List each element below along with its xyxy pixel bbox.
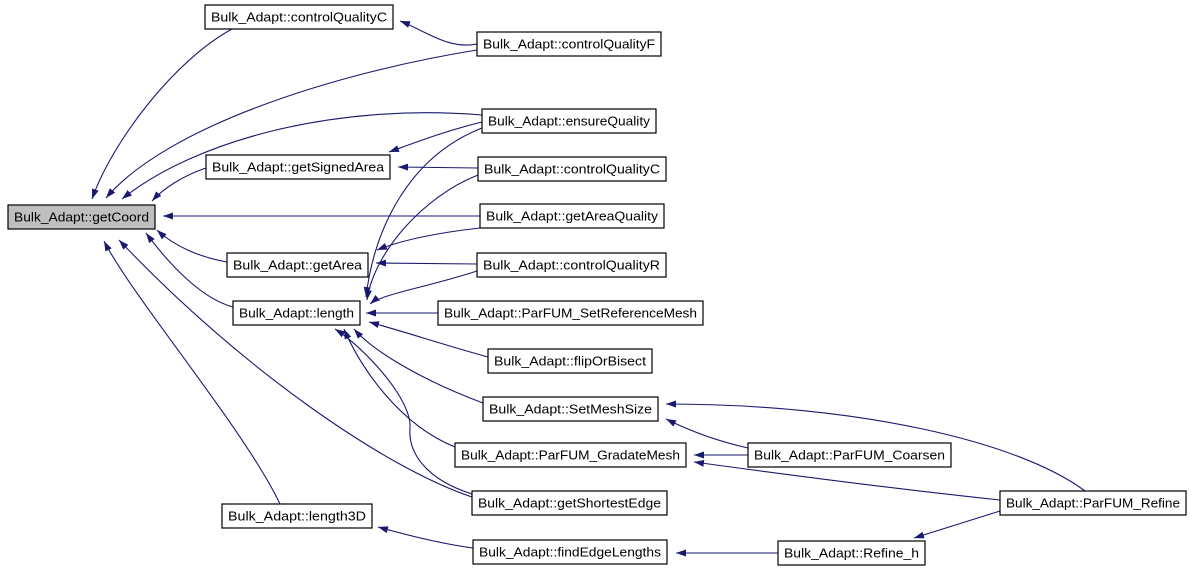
call-edge-SetMeshSize-to-length — [353, 328, 484, 404]
node-label-controlQualityR: Bulk_Adapt::controlQualityR — [483, 258, 660, 273]
node-box-getAreaQuality[interactable] — [479, 203, 665, 229]
node-box-length[interactable] — [232, 300, 361, 326]
call-edge-controlQualityC_2-to-length — [364, 174, 479, 301]
node-box-getSignedArea[interactable] — [205, 154, 391, 180]
graph-node-ParFUM_SetReferenceMesh[interactable]: Bulk_Adapt::ParFUM_SetReferenceMesh — [437, 300, 704, 326]
node-box-controlQualityC_2[interactable] — [477, 156, 667, 182]
node-label-getShortestEdge: Bulk_Adapt::getShortestEdge — [478, 496, 661, 511]
graph-node-Refine_h[interactable]: Bulk_Adapt::Refine_h — [777, 540, 926, 566]
node-label-Refine_h: Bulk_Adapt::Refine_h — [784, 546, 919, 561]
node-box-Refine_h[interactable] — [777, 540, 926, 566]
graph-node-flipOrBisect[interactable]: Bulk_Adapt::flipOrBisect — [487, 348, 653, 374]
node-box-controlQualityR[interactable] — [476, 252, 667, 278]
node-box-ParFUM_GradateMesh[interactable] — [454, 442, 687, 468]
node-box-SetMeshSize[interactable] — [482, 396, 659, 422]
call-edge-findEdgeLengths-to-length3D — [377, 526, 474, 549]
call-edge-controlQualityC_1-to-getCoord — [91, 28, 233, 200]
graph-node-ParFUM_Coarsen[interactable]: Bulk_Adapt::ParFUM_Coarsen — [747, 442, 952, 468]
node-box-ParFUM_Refine[interactable] — [999, 490, 1187, 516]
node-box-ensureQuality[interactable] — [481, 108, 657, 134]
node-label-getCoord: Bulk_Adapt::getCoord — [14, 210, 149, 225]
node-label-length3D: Bulk_Adapt::length3D — [228, 509, 366, 524]
node-box-ParFUM_SetReferenceMesh[interactable] — [437, 300, 704, 326]
graph-node-ParFUM_Refine[interactable]: Bulk_Adapt::ParFUM_Refine — [999, 490, 1187, 516]
call-edge-ParFUM_Refine-to-ParFUM_GradateMesh — [693, 459, 1001, 501]
call-edge-controlQualityC_2-to-getSignedArea — [397, 163, 479, 171]
graph-node-getArea[interactable]: Bulk_Adapt::getArea — [226, 252, 369, 278]
graph-node-getShortestEdge[interactable]: Bulk_Adapt::getShortestEdge — [471, 490, 668, 516]
graph-node-ParFUM_GradateMesh[interactable]: Bulk_Adapt::ParFUM_GradateMesh — [454, 442, 687, 468]
graph-node-controlQualityR[interactable]: Bulk_Adapt::controlQualityR — [476, 252, 667, 278]
node-label-controlQualityC_2: Bulk_Adapt::controlQualityC — [484, 162, 660, 177]
graph-node-controlQualityC_2[interactable]: Bulk_Adapt::controlQualityC — [477, 156, 667, 182]
node-box-flipOrBisect[interactable] — [487, 348, 653, 374]
call-edge-ParFUM_Coarsen-to-SetMeshSize — [665, 418, 749, 449]
call-edge-getShortestEdge-to-getCoord — [118, 239, 473, 498]
node-box-ParFUM_Coarsen[interactable] — [747, 442, 952, 468]
call-edge-ParFUM_GradateMesh-to-length — [343, 328, 456, 448]
node-box-length3D[interactable] — [221, 503, 373, 529]
node-label-ParFUM_SetReferenceMesh: Bulk_Adapt::ParFUM_SetReferenceMesh — [444, 306, 697, 321]
graph-node-controlQualityC_1[interactable]: Bulk_Adapt::controlQualityC — [204, 4, 394, 30]
node-label-getSignedArea: Bulk_Adapt::getSignedArea — [212, 160, 385, 175]
graph-node-getCoord[interactable]: Bulk_Adapt::getCoord — [7, 204, 156, 230]
call-edge-ensureQuality-to-getCoord — [121, 112, 483, 200]
call-edge-length3D-to-getCoord — [103, 240, 281, 505]
node-label-SetMeshSize: Bulk_Adapt::SetMeshSize — [489, 402, 652, 417]
call-edge-controlQualityR-to-length — [369, 270, 478, 305]
graph-node-controlQualityF[interactable]: Bulk_Adapt::controlQualityF — [476, 31, 662, 57]
node-label-controlQualityC_1: Bulk_Adapt::controlQualityC — [211, 10, 387, 25]
node-label-flipOrBisect: Bulk_Adapt::flipOrBisect — [494, 354, 646, 369]
graph-node-length[interactable]: Bulk_Adapt::length — [232, 300, 361, 326]
call-edge-flipOrBisect-to-length — [368, 321, 489, 358]
call-edge-controlQualityF-to-getCoord — [105, 49, 478, 199]
node-label-ParFUM_Coarsen: Bulk_Adapt::ParFUM_Coarsen — [754, 448, 945, 463]
graph-node-findEdgeLengths[interactable]: Bulk_Adapt::findEdgeLengths — [472, 539, 668, 565]
node-label-findEdgeLengths: Bulk_Adapt::findEdgeLengths — [479, 545, 662, 560]
call-edge-length-to-getCoord — [145, 232, 234, 308]
call-edge-ensureQuality-to-length — [363, 127, 483, 298]
node-box-controlQualityC_1[interactable] — [204, 4, 394, 30]
call-edge-ParFUM_Refine-to-SetMeshSize — [665, 400, 1086, 492]
call-edge-controlQualityF-to-controlQualityC_1 — [399, 20, 478, 46]
node-label-getAreaQuality: Bulk_Adapt::getAreaQuality — [486, 209, 659, 224]
node-label-ParFUM_Refine: Bulk_Adapt::ParFUM_Refine — [1006, 496, 1180, 511]
node-label-ParFUM_GradateMesh: Bulk_Adapt::ParFUM_GradateMesh — [461, 448, 680, 463]
graph-node-ensureQuality[interactable]: Bulk_Adapt::ensureQuality — [481, 108, 657, 134]
graph-node-getAreaQuality[interactable]: Bulk_Adapt::getAreaQuality — [479, 203, 665, 229]
node-box-findEdgeLengths[interactable] — [472, 539, 668, 565]
node-label-length: Bulk_Adapt::length — [239, 306, 354, 321]
call-edge-getShortestEdge-to-length — [334, 328, 473, 495]
graph-node-SetMeshSize[interactable]: Bulk_Adapt::SetMeshSize — [482, 396, 659, 422]
call-edge-getSignedArea-to-getCoord — [151, 167, 207, 202]
call-edge-controlQualityR-to-getArea — [375, 259, 478, 267]
call-edge-ensureQuality-to-getSignedArea — [388, 121, 483, 153]
node-box-getShortestEdge[interactable] — [471, 490, 668, 516]
node-box-getArea[interactable] — [226, 252, 369, 278]
node-label-controlQualityF: Bulk_Adapt::controlQualityF — [483, 37, 655, 52]
focus-node-box-getCoord[interactable] — [7, 204, 156, 230]
node-box-controlQualityF[interactable] — [476, 31, 662, 57]
graph-node-getSignedArea[interactable]: Bulk_Adapt::getSignedArea — [205, 154, 391, 180]
node-label-getArea: Bulk_Adapt::getArea — [233, 258, 363, 273]
call-edge-getAreaQuality-to-getArea — [376, 227, 481, 251]
node-label-ensureQuality: Bulk_Adapt::ensureQuality — [488, 114, 651, 129]
call-edge-getArea-to-getCoord — [156, 229, 228, 263]
graph-node-length3D[interactable]: Bulk_Adapt::length3D — [221, 503, 373, 529]
call-edge-ParFUM_Refine-to-Refine_h — [913, 510, 1001, 539]
